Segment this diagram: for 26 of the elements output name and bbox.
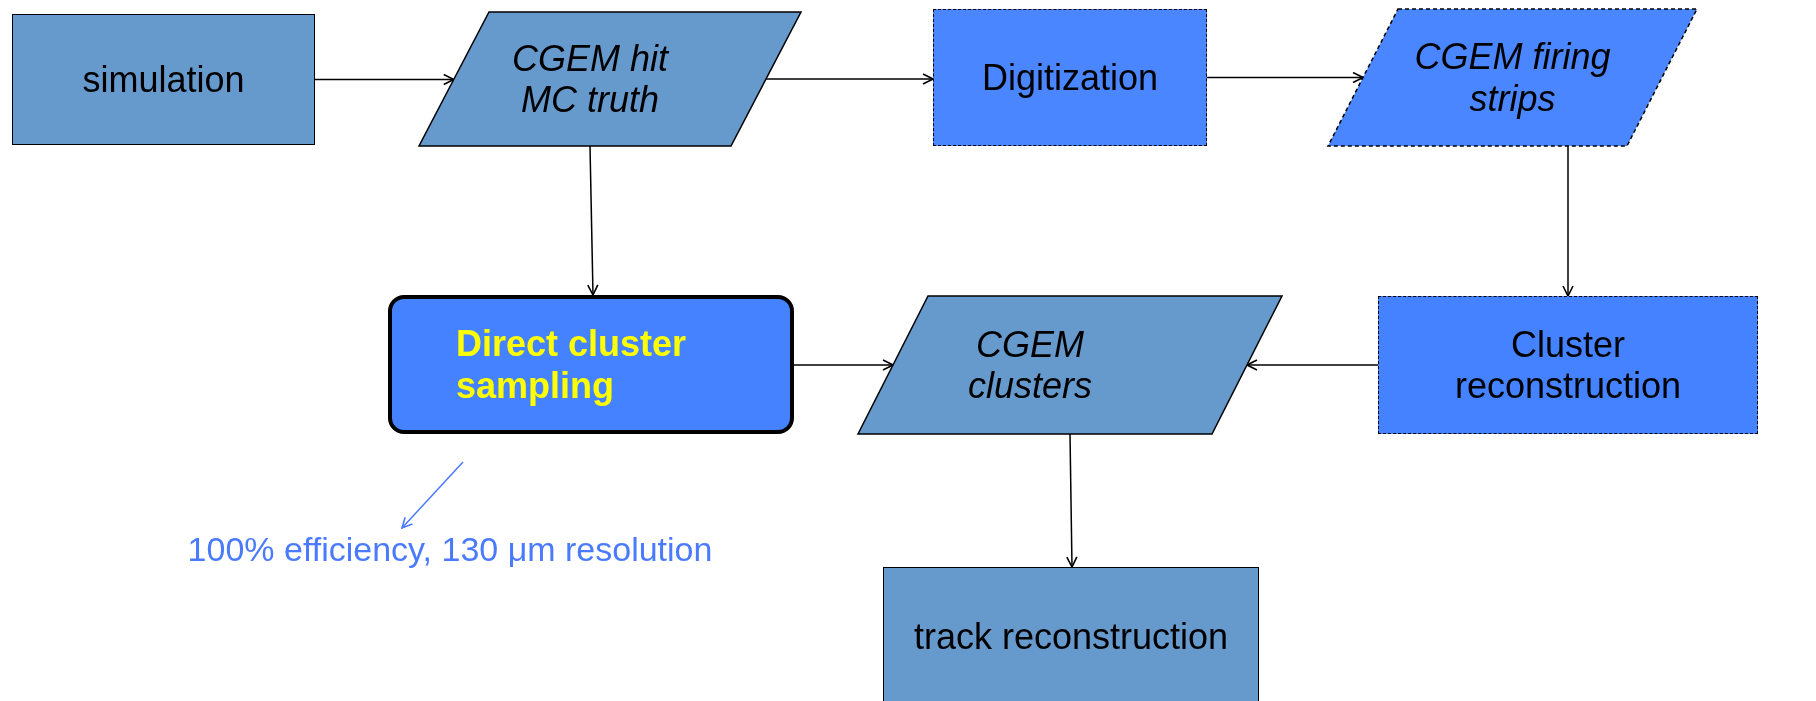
arrow: [1246, 359, 1379, 371]
data-parallelogram: [419, 12, 801, 146]
arrow: [314, 73, 455, 86]
arrow: [1562, 145, 1574, 297]
arrow: [765, 73, 934, 85]
process-box: [12, 14, 315, 145]
node-label: Digitization: [981, 56, 1159, 99]
arrow: [1206, 71, 1364, 84]
node-label: CGEM clusters: [967, 323, 1093, 407]
process-box: [883, 567, 1259, 701]
node-label: CGEM firing strips: [1413, 36, 1612, 119]
node-label: CGEM hit MC truth: [511, 37, 671, 121]
node-label: Cluster reconstruction: [1453, 323, 1683, 407]
data-parallelogram: [1328, 9, 1697, 146]
arrow: [587, 145, 599, 296]
leader-line: [401, 461, 464, 529]
node-label: Direct cluster sampling: [456, 323, 688, 406]
node-label: track reconstruction: [912, 616, 1230, 658]
arrow: [793, 359, 894, 371]
process-box: [933, 9, 1207, 146]
node-label: simulation: [81, 58, 246, 101]
data-parallelogram: [858, 296, 1282, 434]
annotation-text: 100% efficiency, 130 μm resolution: [187, 530, 713, 570]
process-box: [1378, 296, 1758, 434]
arrow: [1066, 433, 1078, 568]
process-box: [388, 295, 794, 434]
